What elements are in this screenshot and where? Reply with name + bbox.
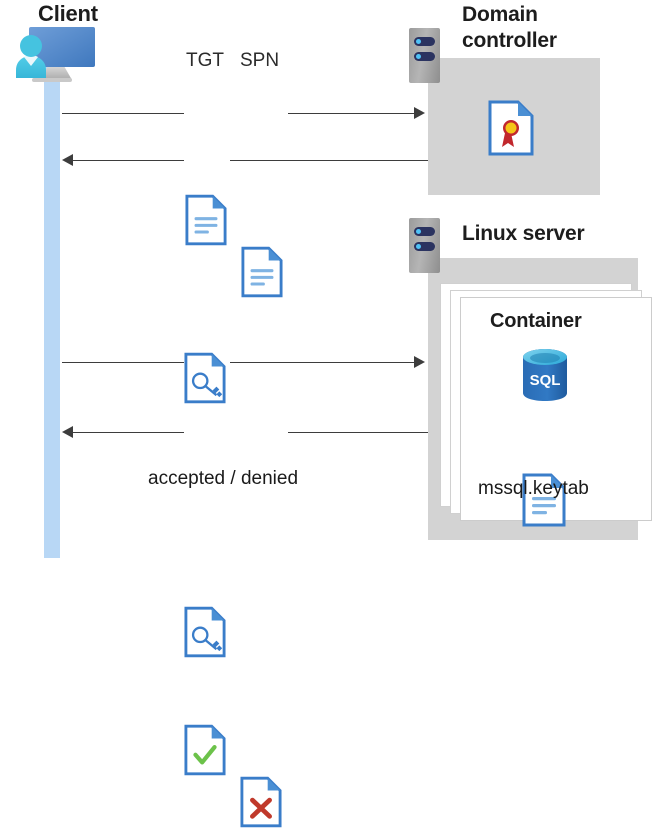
domain-controller-title-line2: controller [462,29,557,52]
container-title: Container [490,310,582,332]
flow-4-arrowhead-left [62,426,73,438]
flow-2-line-right [230,160,428,161]
sql-database-icon: SQL [519,347,571,408]
client-lifeline [44,60,60,558]
flow-4-line-right [288,432,428,433]
flow-1-line-left [62,113,184,114]
server-rack-icon-domain-controller [409,28,440,83]
accepted-document-icon [184,724,660,776]
tgt-label: TGT [186,50,224,71]
flow-3-arrowhead-right [414,356,425,368]
spn-label: SPN [240,50,280,71]
denied-document-icon [240,776,660,828]
linux-server-title: Linux server [462,222,585,245]
diagram-canvas: Client [8,1,660,828]
flow-2-arrowhead-left [62,154,73,166]
flow-4-line-left [73,432,184,433]
flow-3-line-right [230,362,414,363]
tgt-document-icon [185,194,660,246]
client-title: Client [38,1,98,26]
flow-2-line-left [73,160,184,161]
client-workstation-icon [8,22,108,92]
domain-controller-title-line1: Domain [462,3,538,26]
spn-document-icon [241,246,660,298]
keytab-document-icon [522,473,660,527]
certificate-document-icon [488,100,660,156]
ticket-key-document-icon-top [184,352,660,404]
domain-controller-title: Domain controller [462,2,632,54]
flow-3-line-left [62,362,184,363]
sql-label: SQL [530,372,561,389]
server-rack-icon-linux [409,218,440,273]
ticket-key-document-icon-bottom [184,606,660,658]
flow-1-arrowhead-right [414,107,425,119]
keytab-label: mssql.keytab [478,478,589,499]
flow-1-line-right [288,113,414,114]
accepted-denied-label: accepted / denied [148,468,299,489]
